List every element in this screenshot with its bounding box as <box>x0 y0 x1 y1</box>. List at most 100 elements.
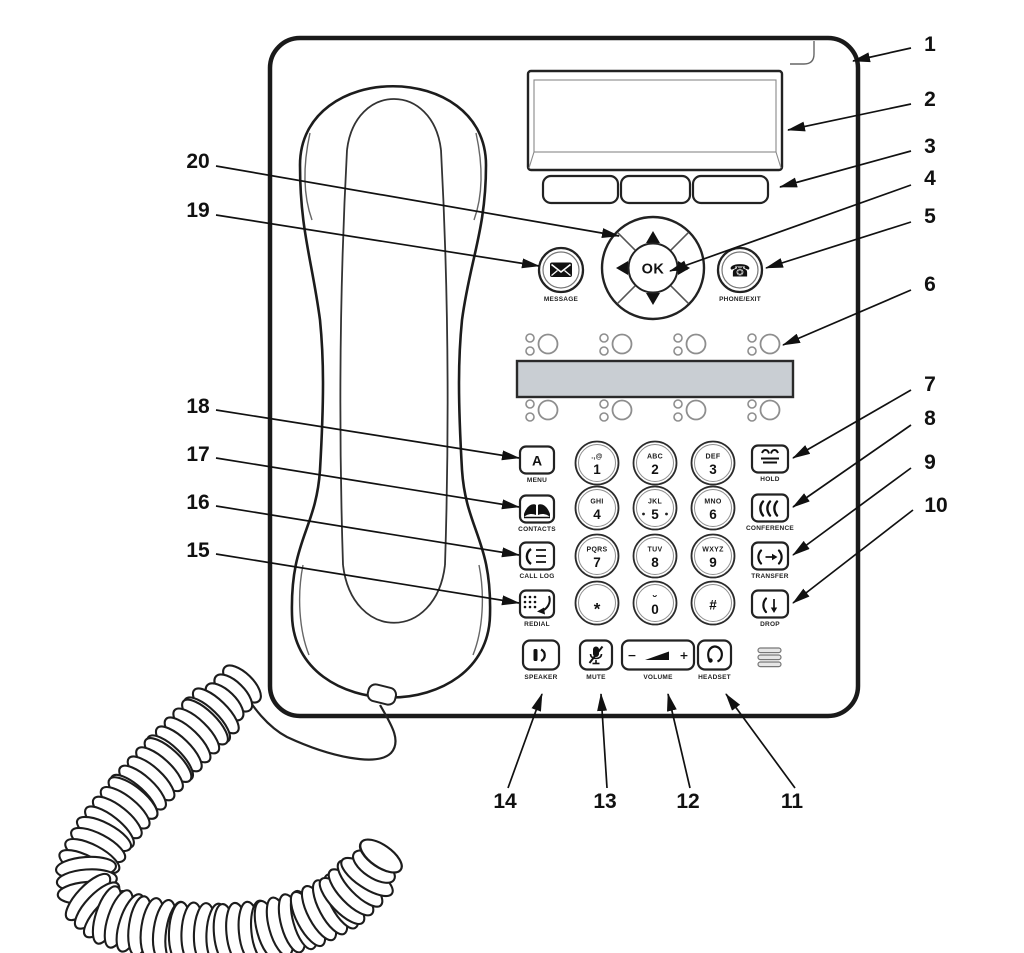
speaker-label: SPEAKER <box>524 674 557 681</box>
callout-arrow <box>215 505 520 558</box>
line-button-group <box>673 333 707 356</box>
key-digit: 6 <box>709 507 717 522</box>
menu-button: A MENU <box>518 445 556 484</box>
phone-exit-label: PHONE/EXIT <box>719 296 761 303</box>
callout-arrow <box>215 409 520 461</box>
callout-ok-button: 4 <box>669 167 936 272</box>
callout-arrow <box>215 214 540 269</box>
conference-button: CONFERENCE <box>746 493 794 532</box>
callout-message-lamp-corner: 1 <box>852 33 936 63</box>
letter-a-icon: A <box>532 453 542 469</box>
call-log-label: CALL LOG <box>519 573 554 580</box>
callout-display: 2 <box>787 88 936 132</box>
handset-on-hook-icon <box>761 449 779 464</box>
line-key <box>537 333 559 355</box>
callout-number: 6 <box>924 273 936 296</box>
callout-redial-button: 15 <box>186 539 520 606</box>
callout-arrow <box>779 150 912 188</box>
keypad-key-#: # <box>690 580 736 626</box>
headset-label: HEADSET <box>698 674 731 681</box>
callout-arrow <box>792 509 914 604</box>
callout-arrow <box>792 467 912 556</box>
callout-navigation-arrows: 20 <box>186 150 620 239</box>
callout-arrow <box>792 389 912 459</box>
callout-arrow <box>787 103 912 132</box>
callout-message-button: 19 <box>186 199 540 269</box>
callout-arrow <box>669 184 912 272</box>
speaker-button: SPEAKER <box>521 639 561 681</box>
key-letters: ABC <box>647 454 663 461</box>
keypad-key-*: * <box>574 580 620 626</box>
callout-phone-exit-button: 5 <box>765 205 936 269</box>
line-led <box>673 346 683 356</box>
volume-minus: − <box>627 649 636 662</box>
key-digit: 0 <box>651 602 659 617</box>
callout-call-log-button: 16 <box>186 491 520 558</box>
callout-arrow <box>667 693 691 789</box>
cord-coil <box>55 664 403 953</box>
drop-button: DROP <box>750 589 790 628</box>
line-key <box>759 399 781 421</box>
key-digit: 1 <box>593 462 601 477</box>
line-led <box>525 333 535 343</box>
callout-number: 10 <box>924 494 947 517</box>
transfer-button: TRANSFER <box>750 541 790 580</box>
callout-hold-button: 7 <box>792 373 936 459</box>
key-digit: * <box>594 600 601 619</box>
nav-down-icon <box>646 293 660 305</box>
line-led <box>673 412 683 422</box>
microphone-grille <box>757 647 782 668</box>
handset-cord <box>55 664 403 953</box>
key-letters: MNO <box>704 499 721 506</box>
callout-number: 5 <box>924 205 936 228</box>
softkey-left <box>541 174 620 205</box>
volume-label: VOLUME <box>643 674 673 681</box>
volume-button: − + VOLUME <box>620 639 696 681</box>
line-led <box>599 346 609 356</box>
callout-arrow <box>765 221 912 269</box>
callout-arrow <box>215 553 520 606</box>
redial-button: REDIAL <box>518 589 556 628</box>
line-led <box>747 399 757 409</box>
callout-number: 15 <box>186 539 210 562</box>
line-led <box>599 412 609 422</box>
callout-number: 19 <box>186 199 209 222</box>
message-label: MESSAGE <box>544 296 579 303</box>
line-led <box>747 346 757 356</box>
hold-button: HOLD <box>750 444 790 483</box>
callout-number: 13 <box>593 790 616 813</box>
conference-label: CONFERENCE <box>746 525 794 532</box>
callout-transfer-button: 9 <box>792 451 936 556</box>
key-letters: GHI <box>590 499 603 506</box>
handset-grip-left <box>339 149 348 566</box>
speaker-icon <box>533 648 546 662</box>
key-digit: # <box>709 598 717 613</box>
muted-microphone-icon <box>588 645 604 665</box>
softkeys <box>541 174 770 205</box>
hold-label: HOLD <box>760 476 779 483</box>
callout-arrow <box>792 424 912 508</box>
key-letters: .,@ <box>591 454 603 461</box>
callout-contacts-button: 17 <box>186 443 520 510</box>
call-log-button: CALL LOG <box>518 541 556 580</box>
display <box>526 69 784 172</box>
line-led <box>747 333 757 343</box>
callout-arrow <box>507 693 543 789</box>
key-letters: PQRS <box>586 547 607 554</box>
triple-arc-icon <box>759 500 779 517</box>
callout-arrow <box>852 47 912 63</box>
callout-conference-button: 8 <box>792 407 936 508</box>
telephone-icon: ☎ <box>729 262 750 282</box>
key-letters: JKL <box>648 499 663 506</box>
callout-softkeys: 3 <box>779 135 936 188</box>
phone-exit-button: ☎ PHONE/EXIT <box>716 246 764 303</box>
softkey-middle <box>619 174 692 205</box>
message-button: MESSAGE <box>537 246 585 303</box>
menu-label: MENU <box>527 477 547 484</box>
callout-number: 8 <box>924 407 936 430</box>
